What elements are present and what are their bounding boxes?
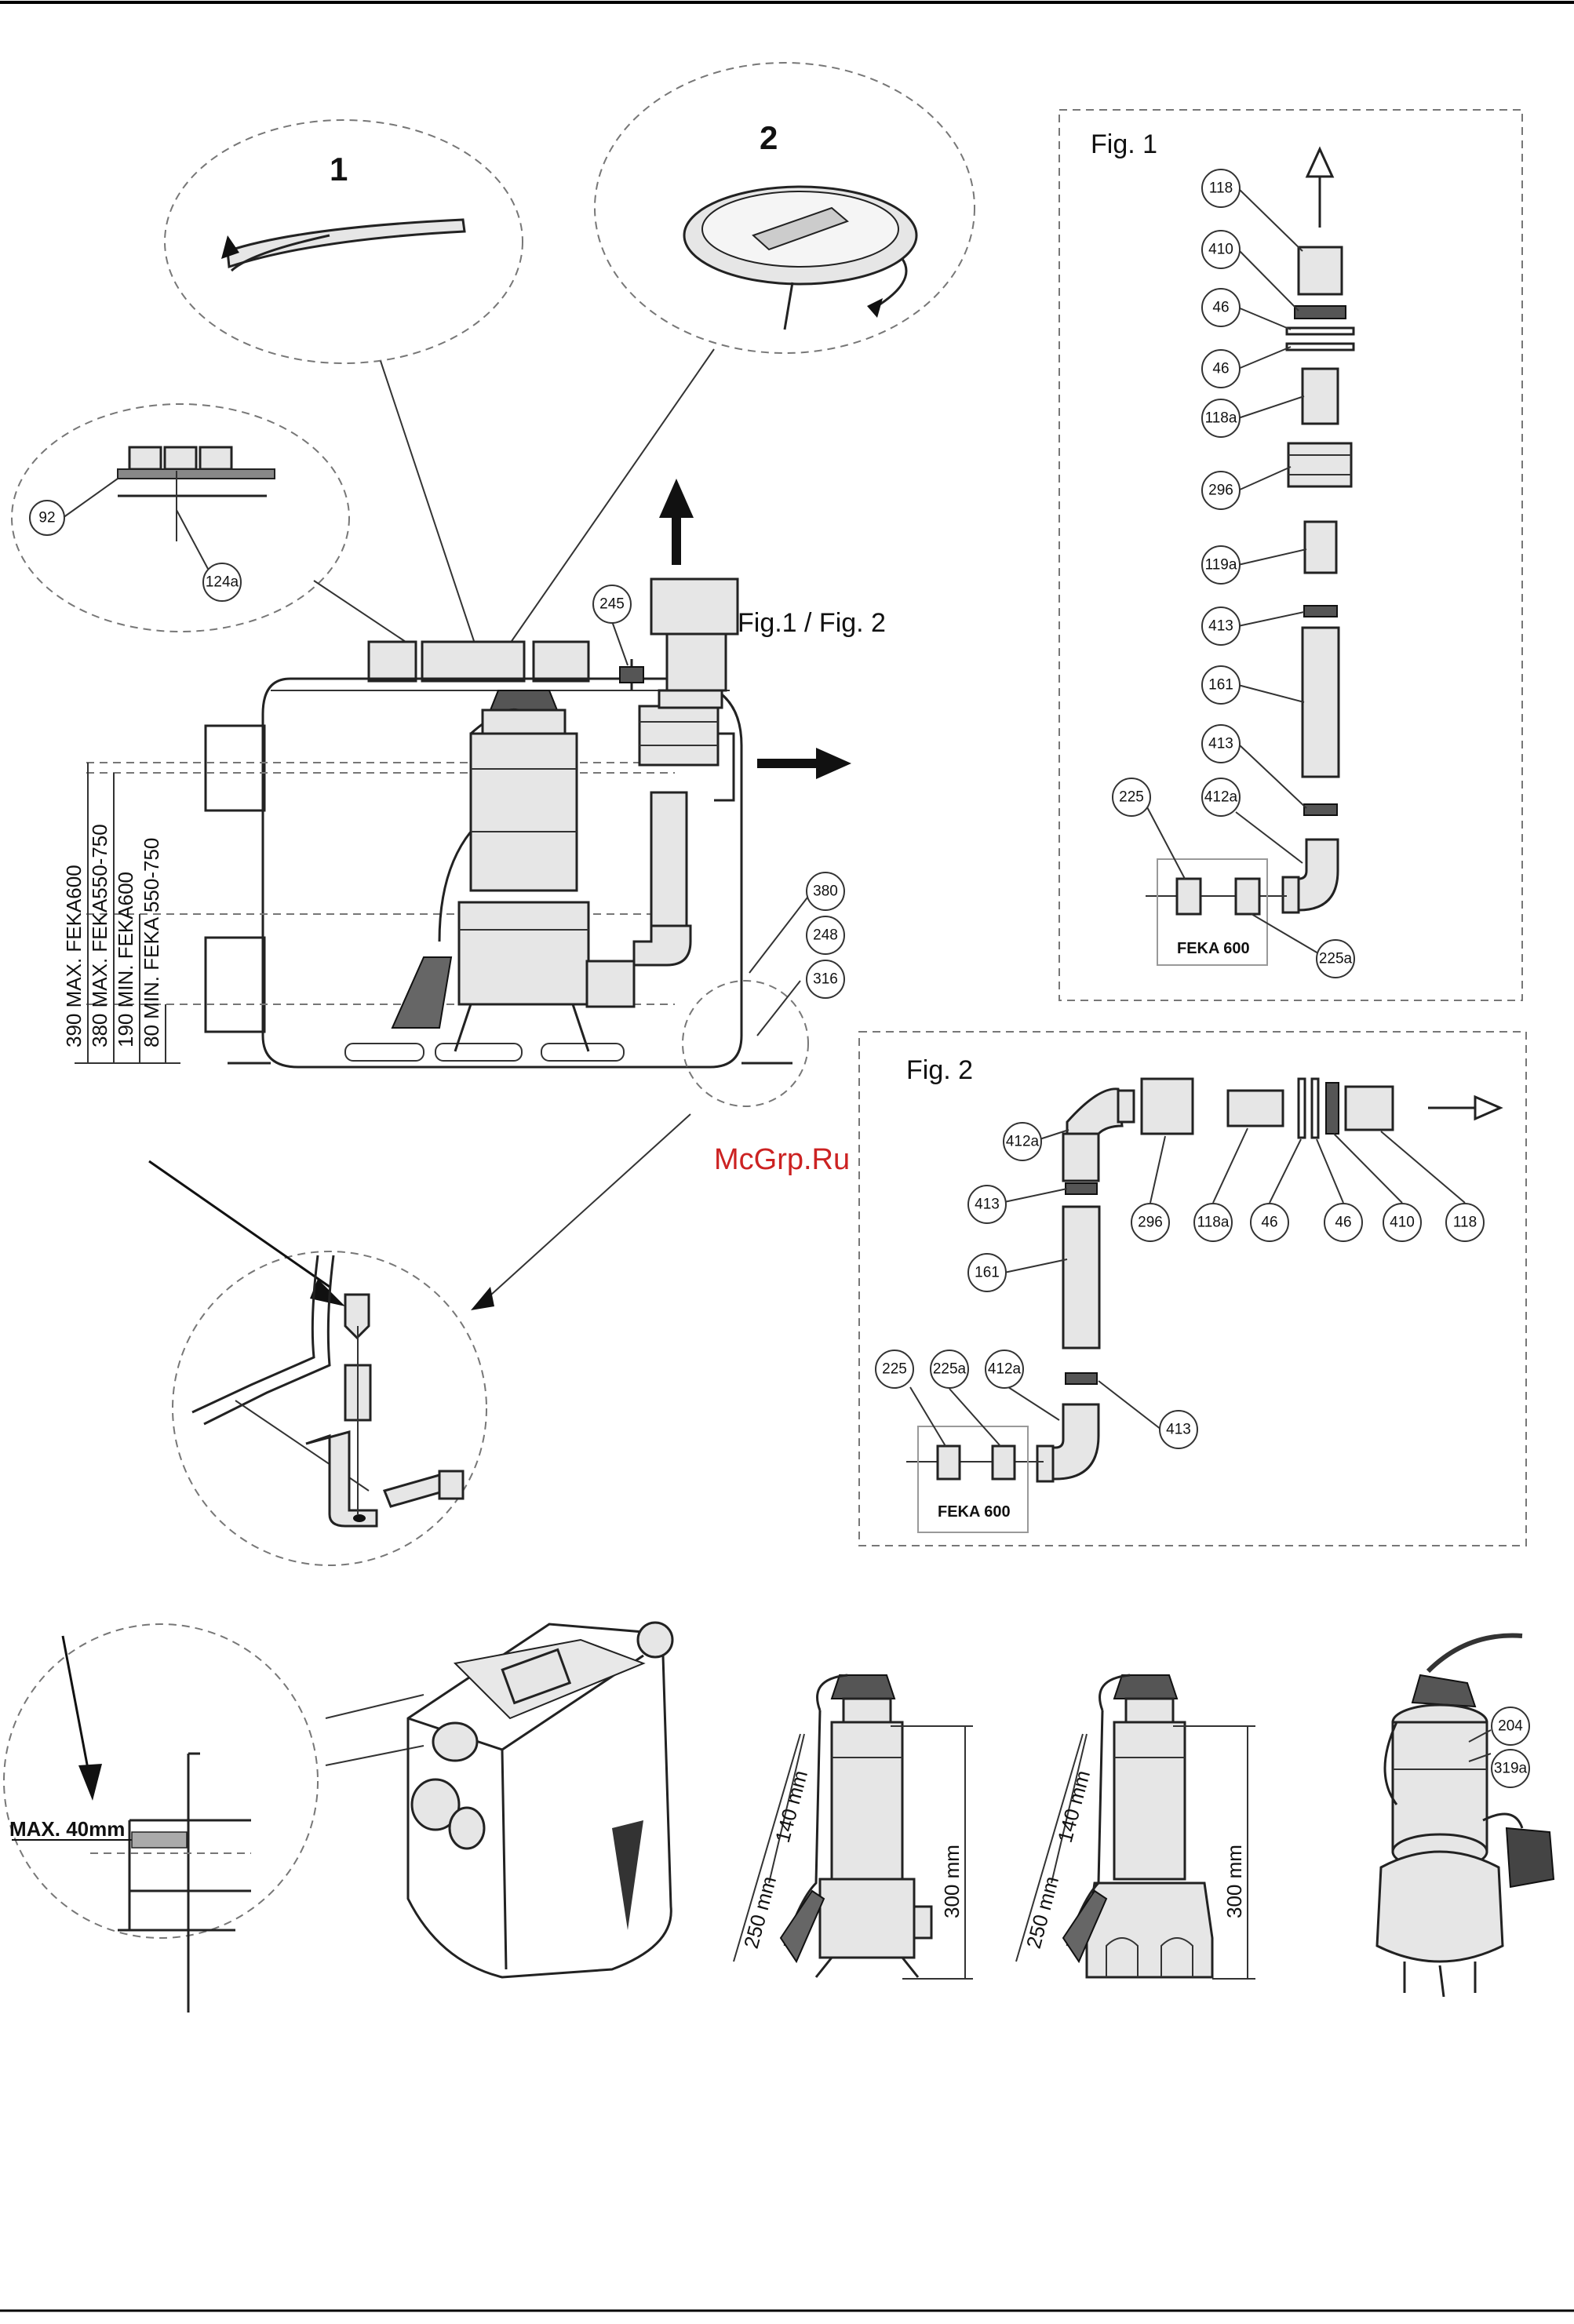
bubble-319a: 319a — [1491, 1749, 1530, 1788]
svg-text:161: 161 — [1208, 677, 1233, 694]
svg-text:413: 413 — [1208, 736, 1233, 752]
svg-text:225: 225 — [1119, 789, 1144, 806]
svg-text:413: 413 — [975, 1197, 1000, 1213]
detail-circle-1: 1 — [164, 119, 523, 644]
svg-text:412a: 412a — [988, 1361, 1022, 1378]
svg-text:92: 92 — [38, 510, 55, 526]
svg-text:296: 296 — [1208, 483, 1233, 499]
level-380: 380 MAX. FEKA550-750 — [88, 824, 111, 1047]
detail-circle-2: 2 — [509, 62, 975, 644]
level-dimensions: 390 MAX. FEKA600 380 MAX. FEKA550-750 19… — [62, 763, 180, 1064]
svg-text:118: 118 — [1453, 1215, 1477, 1231]
bubble-92: 92 — [29, 478, 118, 536]
svg-text:380: 380 — [813, 883, 838, 900]
svg-text:413: 413 — [1166, 1422, 1191, 1438]
fig2-feka-label: FEKA 600 — [938, 1503, 1011, 1521]
pump-b: 250 mm 140 mm 300 mm — [1015, 1674, 1255, 1980]
svg-text:204: 204 — [1498, 1718, 1523, 1735]
fig2-panel: Fig. 2 FEKA 600 — [858, 1031, 1527, 1546]
fig2-title: Fig. 2 — [906, 1055, 973, 1085]
svg-text:119a: 119a — [1205, 557, 1237, 574]
fig1-title: Fig. 1 — [1091, 129, 1157, 159]
svg-text:412a: 412a — [1204, 789, 1238, 806]
svg-text:225a: 225a — [1319, 951, 1353, 967]
svg-text:118a: 118a — [1205, 410, 1237, 427]
max-40mm-label: MAX. 40mm — [9, 1817, 125, 1841]
svg-text:46: 46 — [1335, 1215, 1351, 1231]
pump-b-250: 250 mm — [1022, 1874, 1063, 1951]
detail-1-label: 1 — [330, 151, 348, 188]
svg-text:46: 46 — [1212, 300, 1229, 316]
detail-2-label: 2 — [760, 119, 778, 156]
svg-text:124a: 124a — [206, 574, 239, 591]
bubble-380: 380 — [806, 872, 845, 911]
svg-text:412a: 412a — [1006, 1134, 1040, 1150]
tank-assembly — [86, 479, 851, 1107]
bubble-248: 248 — [806, 916, 845, 955]
level-80: 80 MIN. FEKA 550-750 — [140, 838, 163, 1047]
watermark: McGrp.Ru — [714, 1143, 850, 1176]
pump-b-300: 300 mm — [1222, 1845, 1246, 1918]
bubble-124a: 124a — [176, 509, 242, 602]
svg-text:316: 316 — [813, 971, 838, 988]
svg-text:46: 46 — [1261, 1215, 1277, 1231]
bubble-245: 245 — [592, 585, 632, 666]
pump-a-250: 250 mm — [739, 1874, 781, 1951]
svg-text:118: 118 — [1209, 180, 1233, 197]
svg-text:46: 46 — [1212, 361, 1229, 377]
bracket-detail — [148, 1113, 691, 1566]
fig1-panel: Fig. 1 FEKA 600 — [1058, 109, 1523, 1001]
tank-perspective — [406, 1621, 674, 1979]
level-190: 190 MIN. FEKA600 — [114, 872, 137, 1047]
max-40mm-detail: MAX. 40mm — [3, 1623, 424, 2013]
bubble-204: 204 — [1491, 1707, 1530, 1746]
svg-text:118a: 118a — [1197, 1215, 1230, 1231]
svg-text:319a: 319a — [1494, 1761, 1528, 1777]
pump-a-300: 300 mm — [940, 1845, 964, 1918]
detail-circle-seal — [11, 403, 409, 644]
svg-text:410: 410 — [1208, 242, 1233, 258]
pump-a: 250 mm 140 mm 300 mm — [733, 1674, 973, 1980]
svg-text:248: 248 — [813, 927, 838, 944]
svg-text:410: 410 — [1390, 1215, 1415, 1231]
pump-b-140: 140 mm — [1053, 1768, 1095, 1845]
fig-ref-label: Fig.1 / Fig. 2 — [738, 608, 886, 638]
fig2-bubbles: 412a 413 296 118a 46 46 410 118 161 225 … — [875, 1122, 1485, 1449]
bubble-316: 316 — [806, 960, 845, 999]
svg-text:225a: 225a — [933, 1361, 967, 1378]
svg-text:296: 296 — [1138, 1215, 1163, 1231]
level-390: 390 MAX. FEKA600 — [62, 865, 86, 1047]
fig1-feka-label: FEKA 600 — [1177, 940, 1250, 957]
pump-a-140: 140 mm — [771, 1768, 812, 1845]
svg-text:225: 225 — [882, 1361, 907, 1378]
svg-text:413: 413 — [1208, 618, 1233, 635]
svg-text:245: 245 — [599, 596, 625, 613]
fig1-bubbles: 118 410 46 46 118a 296 119a 413 161 413 … — [1112, 169, 1355, 978]
pump-c — [1375, 1633, 1555, 1998]
svg-text:161: 161 — [975, 1265, 1000, 1281]
